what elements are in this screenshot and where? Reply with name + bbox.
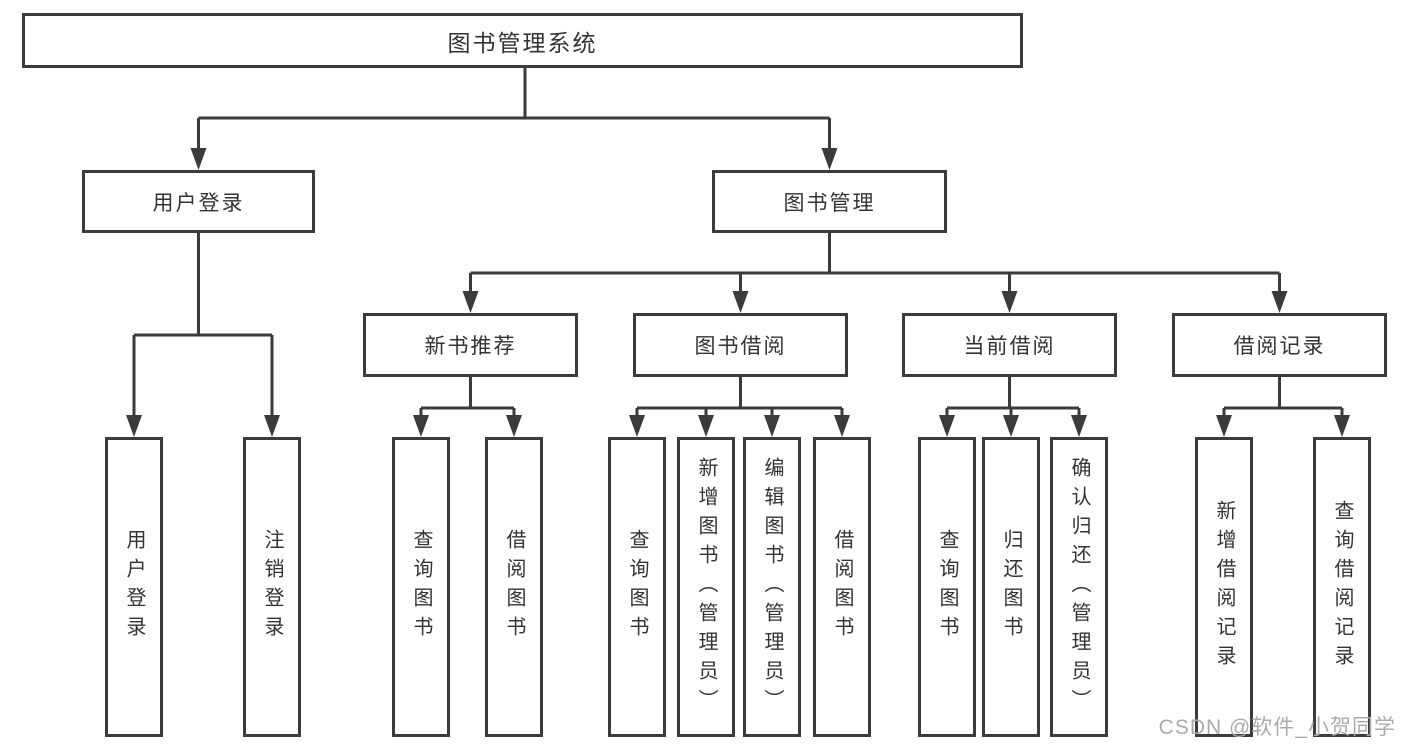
leaf-query-borrow-record: 查询借阅记录	[1313, 437, 1371, 737]
connector-book-borrow-to-leaves	[629, 377, 850, 437]
leaf-edit-book-admin: 编辑图书（管理员）	[743, 437, 801, 737]
leaf-user-login: 用户登录	[105, 437, 163, 737]
node-current-borrow: 当前借阅	[902, 313, 1117, 377]
leaf-add-book-admin: 新增图书（管理员）	[677, 437, 735, 737]
csdn-watermark: CSDN @软件_小贺同学	[1158, 716, 1396, 739]
leaf-add-borrow-record: 新增借阅记录	[1195, 437, 1253, 737]
leaf-borrow-books: 借阅图书	[813, 437, 871, 737]
connector-user-login-to-leaves	[126, 233, 280, 437]
connector-new-book-to-leaves	[413, 377, 522, 437]
leaf-query-books-borrow: 查询图书	[608, 437, 666, 737]
leaf-borrow-books-recommend: 借阅图书	[485, 437, 543, 737]
leaf-return-books: 归还图书	[982, 437, 1040, 737]
node-book-borrow: 图书借阅	[633, 313, 848, 377]
node-user-login: 用户登录	[82, 170, 315, 233]
connector-current-borrow-to-leaves	[939, 377, 1087, 437]
leaf-query-books-recommend: 查询图书	[392, 437, 450, 737]
node-library-management-system: 图书管理系统	[22, 13, 1023, 68]
leaf-logout: 注销登录	[243, 437, 301, 737]
node-new-book-recommend: 新书推荐	[363, 313, 578, 377]
connector-book-management-to-level3	[462, 233, 1288, 313]
node-borrow-record: 借阅记录	[1172, 313, 1387, 377]
node-book-management: 图书管理	[712, 170, 947, 233]
connector-borrow-record-to-leaves	[1216, 377, 1350, 437]
leaf-query-books-current: 查询图书	[918, 437, 976, 737]
leaf-confirm-return-admin: 确认归还（管理员）	[1050, 437, 1108, 737]
connector-root-to-level2	[190, 68, 838, 170]
